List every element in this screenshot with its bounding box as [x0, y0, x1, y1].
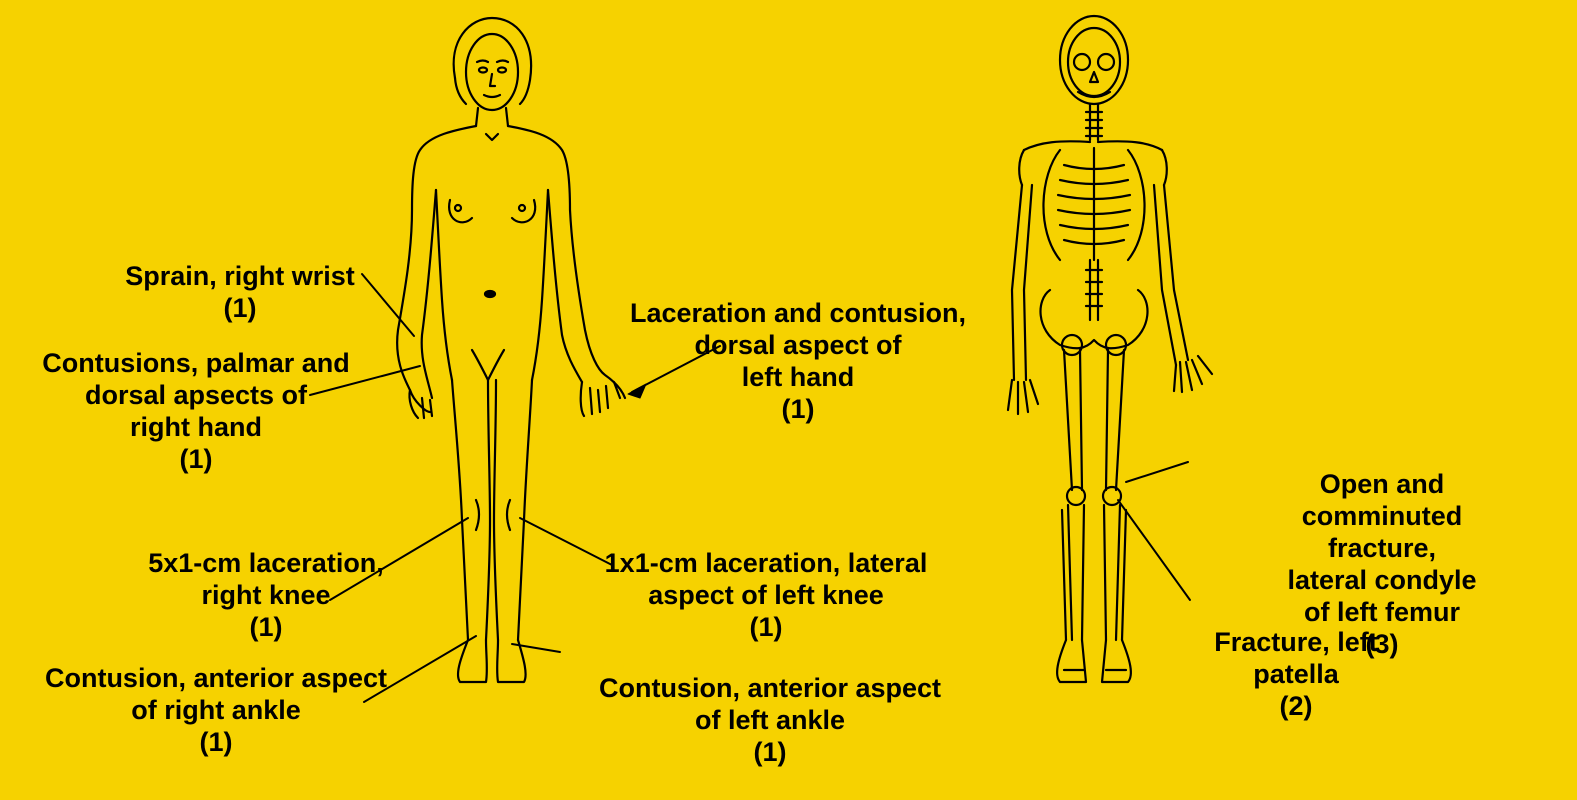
leader-laceration-left-knee — [520, 518, 612, 565]
severity-contusion-right-ankle: (1) — [45, 726, 387, 758]
label-contusion-right-ankle: Contusion, anterior aspect of right ankl… — [45, 630, 387, 790]
severity-contusions-right-hand: (1) — [42, 443, 350, 475]
label-fracture-left-patella: Fracture, left patella (2) — [1214, 594, 1378, 754]
severity-laceration-left-knee: (1) — [605, 611, 928, 643]
skeleton-figure — [1008, 16, 1212, 682]
body-outline-figure — [397, 18, 625, 682]
label-contusions-right-hand: Contusions, palmar and dorsal apsects of… — [42, 315, 350, 507]
label-contusion-left-ankle: Contusion, anterior aspect of left ankle… — [599, 640, 941, 800]
severity-laceration-left-hand: (1) — [630, 393, 966, 425]
label-laceration-left-hand: Laceration and contusion, dorsal aspect … — [630, 265, 966, 457]
severity-contusion-left-ankle: (1) — [599, 736, 941, 768]
severity-fracture-left-patella: (2) — [1214, 690, 1378, 722]
leader-fracture-left-patella — [1118, 500, 1190, 600]
leader-fracture-left-femur — [1126, 462, 1188, 482]
injury-diagram: Sprain, right wrist (1) Contusions, palm… — [0, 0, 1577, 738]
